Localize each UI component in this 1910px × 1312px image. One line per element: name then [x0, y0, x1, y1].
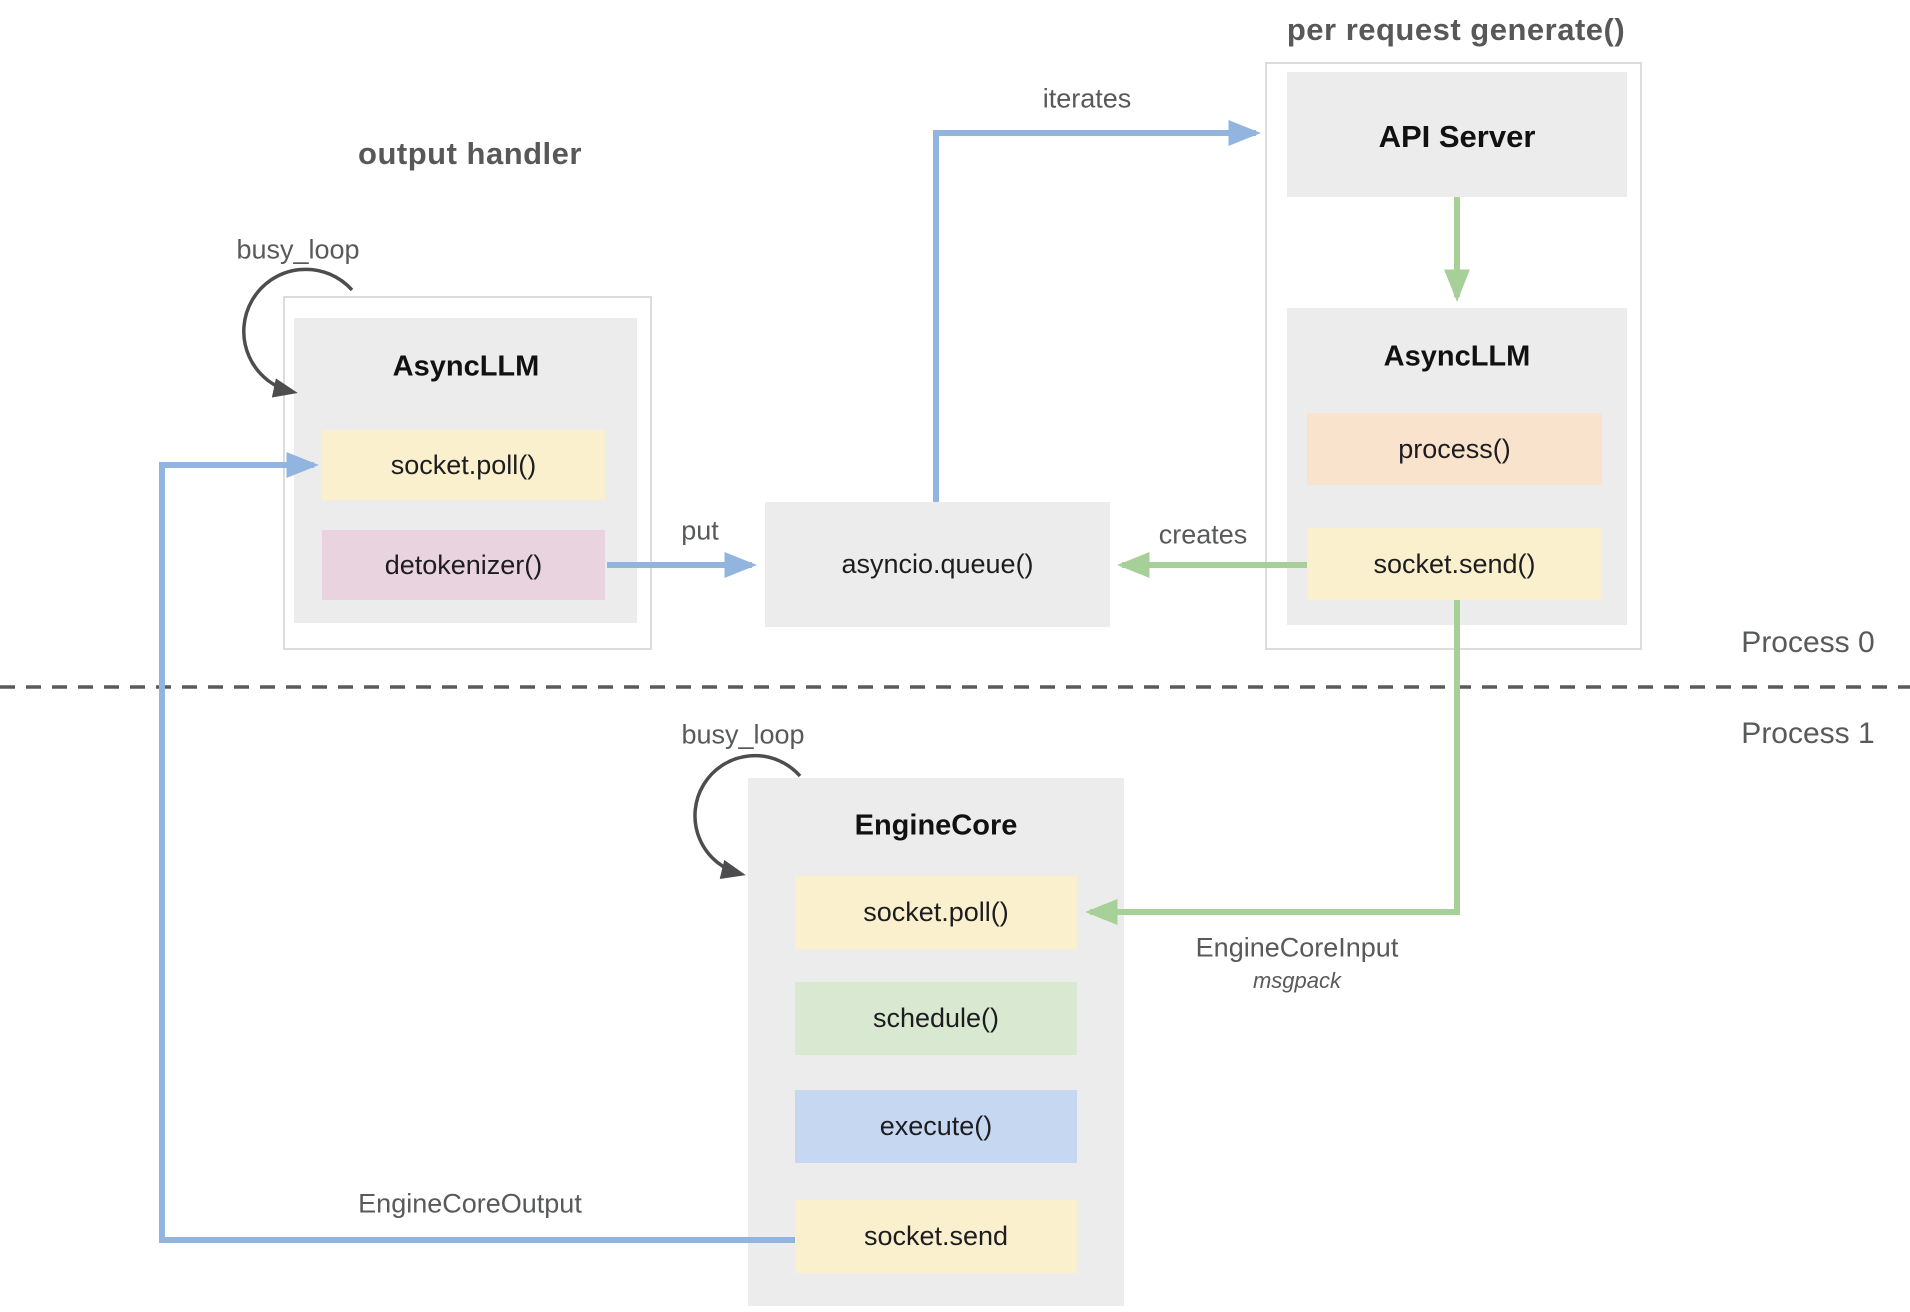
engine-core-title: EngineCore: [854, 809, 1018, 842]
async-llm-right-socket-send: socket.send(): [1307, 528, 1602, 600]
busy-loop-label-engine: busy_loop: [681, 719, 805, 750]
async-llm-left-socket-poll: socket.poll(): [322, 430, 605, 500]
engine-core-socket-send: socket.send: [795, 1200, 1077, 1273]
engine-core-socket-poll: socket.poll(): [795, 876, 1077, 949]
busy-loop-label-left: busy_loop: [236, 234, 360, 265]
iterates-arrow: [933, 120, 1261, 502]
per-request-generate-title: per request generate(): [1286, 12, 1626, 47]
process-1-label: Process 1: [1741, 717, 1875, 750]
async-llm-left-title: AsyncLLM: [392, 350, 540, 383]
engine-core-schedule: schedule(): [795, 982, 1077, 1055]
put-label: put: [681, 515, 719, 546]
async-llm-right-title: AsyncLLM: [1383, 340, 1531, 373]
iterates-label: iterates: [1042, 83, 1132, 114]
asyncio-queue-box: asyncio.queue(): [765, 502, 1110, 627]
output-handler-title: output handler: [358, 136, 582, 171]
async-llm-right-process: process(): [1307, 413, 1602, 485]
async-llm-left-detokenizer: detokenizer(): [322, 530, 605, 600]
process-0-label: Process 0: [1741, 626, 1875, 659]
creates-label: creates: [1158, 519, 1248, 550]
engine-core-input-label: EngineCoreInput: [1195, 932, 1399, 963]
engine-core-execute: execute(): [795, 1090, 1077, 1163]
msgpack-label: msgpack: [1252, 968, 1342, 993]
engine-core-output-label: EngineCoreOutput: [358, 1188, 582, 1219]
api-server-title: API Server: [1378, 119, 1536, 154]
api-server-box: [1287, 72, 1627, 197]
